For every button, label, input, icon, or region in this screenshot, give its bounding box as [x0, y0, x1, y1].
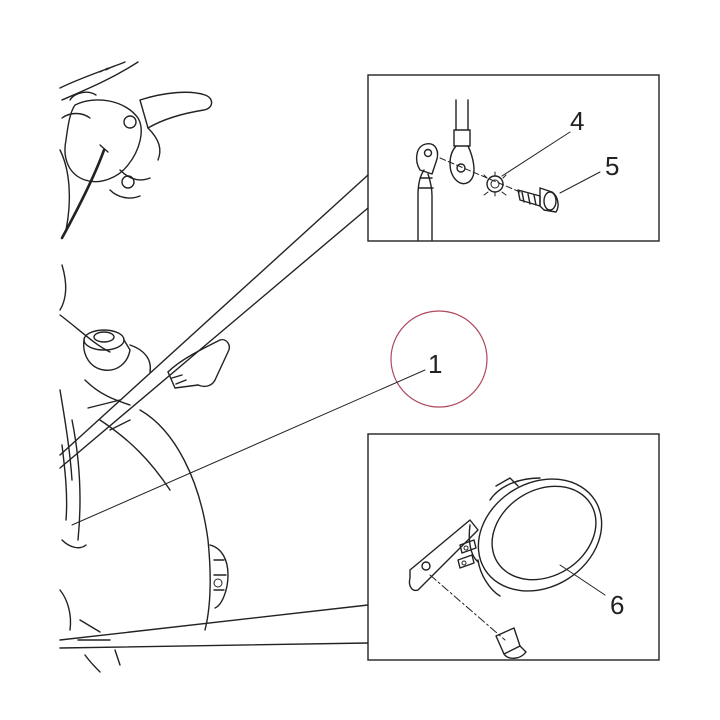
leader-4	[501, 131, 571, 177]
leader-1	[71, 369, 426, 526]
projection-lines-top	[59, 174, 369, 469]
motorcycle-front-illustration	[59, 61, 230, 673]
callout-4: 4	[570, 106, 584, 136]
terminal-detail-panel: 4 5	[367, 74, 660, 242]
callout-6: 6	[610, 590, 624, 620]
leader-5	[559, 171, 601, 194]
callout-1-group: 1	[71, 310, 488, 526]
leader-6	[559, 564, 606, 596]
callout-1: 1	[428, 349, 442, 379]
projection-lines-bottom	[59, 604, 369, 649]
highlight-circle	[390, 310, 488, 408]
horn-detail-panel: 6	[367, 433, 660, 661]
callout-5: 5	[605, 151, 619, 181]
